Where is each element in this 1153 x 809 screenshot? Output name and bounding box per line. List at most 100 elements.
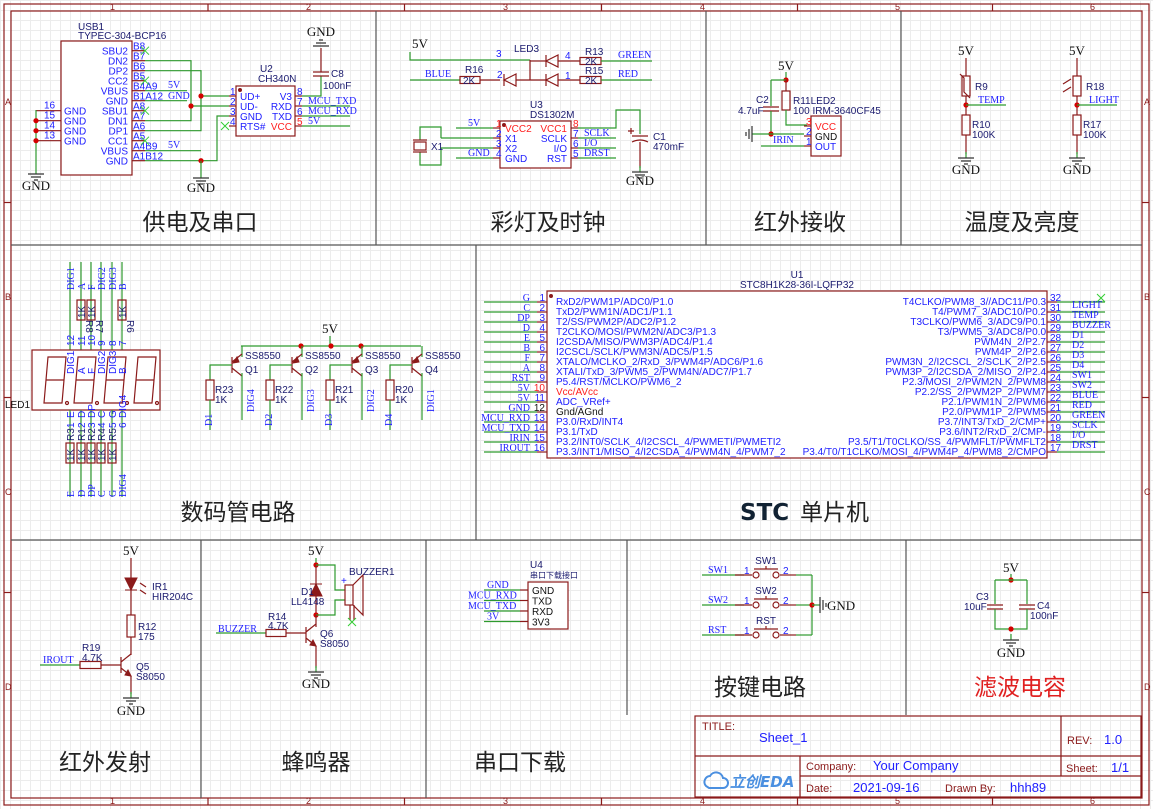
- mcu-pin-name: PWM3N_2/I2CSCL_2/SCLK_2/P2.5: [885, 357, 1046, 368]
- resistor-ref: R8: [83, 320, 94, 333]
- mcu-pin-name: Gnd/AGnd: [556, 407, 603, 418]
- rev-label: REV:: [1067, 735, 1092, 747]
- u4-pin-name: TXD: [532, 597, 552, 608]
- ground-label: GND: [626, 173, 654, 188]
- pin-number: 8: [108, 340, 119, 346]
- transistor-arrow-icon: [309, 638, 317, 647]
- usb-pin-number: 15: [44, 111, 56, 122]
- pin-number: 13: [534, 413, 546, 424]
- mcu-net-label: 5V: [518, 383, 531, 394]
- mcu-pin-name: ADC_VRef+: [556, 397, 611, 408]
- lceda-logo-icon: [703, 771, 729, 789]
- q6-part: S8050: [320, 639, 349, 650]
- mcu-chip: [546, 290, 1048, 459]
- row-marker: C: [5, 487, 12, 497]
- section-title-ir-receive: 红外接收: [754, 210, 846, 236]
- junction-dot: [198, 158, 204, 164]
- pin-number: 2: [230, 97, 236, 108]
- junction-dot: [328, 343, 334, 349]
- pin-number: 6: [297, 107, 303, 118]
- column-marker: 1: [110, 2, 115, 12]
- pin-number: 25: [1050, 363, 1062, 374]
- column-marker: 3: [503, 796, 508, 806]
- mcu-net-label: RED: [1072, 400, 1092, 411]
- usb-pin-number: B7: [133, 52, 146, 63]
- ch340-pin-name: TXD: [272, 112, 292, 123]
- resistor-value: 1K: [87, 448, 98, 461]
- resistor: [385, 379, 395, 401]
- junction-dot: [33, 128, 39, 134]
- display-pin: E: [66, 411, 77, 418]
- net-label-irin: IRIN: [773, 135, 794, 146]
- polarized-capacitor-c1: [628, 128, 649, 143]
- power-label-5v: 5V: [308, 543, 325, 558]
- c2-ref: C2: [756, 95, 769, 106]
- led3-ref: LED3: [514, 44, 539, 55]
- section-title-leds: 彩灯及时钟: [491, 210, 606, 236]
- pushbutton-sw2: [754, 596, 778, 600]
- switch-contact-icon: [772, 601, 780, 609]
- transistor-arrow-icon: [124, 668, 132, 677]
- c3-ref: C3: [976, 592, 989, 603]
- ground-label: GND: [307, 24, 335, 39]
- usb-pin-number: B6: [133, 62, 146, 73]
- ground-label: GND: [952, 162, 980, 177]
- column-marker: 5: [895, 796, 900, 806]
- transistor-part: SS8550: [425, 351, 461, 362]
- ground-label: GND: [117, 703, 145, 718]
- ds1302-pin-name: X2: [505, 144, 518, 155]
- pin-number: 2: [806, 127, 812, 138]
- mcu-pin-name: P3.2/INT0/SCLK_4/I2CSCL_4/PWMETI/PWMETI2: [556, 437, 782, 448]
- pin-number: 8: [539, 363, 545, 374]
- display-pin: C: [97, 411, 108, 418]
- mcu-net-label: IRIN: [509, 433, 530, 444]
- r13-ref: R13: [585, 47, 604, 58]
- ground-icon: [123, 697, 139, 705]
- r14-ref: R14: [268, 612, 287, 623]
- pin-number: 3: [87, 422, 98, 428]
- resistor-value: 100K: [1083, 130, 1107, 141]
- ground-icon: [193, 177, 209, 185]
- pin1-marker: [549, 294, 553, 298]
- display-pin: A: [77, 367, 88, 374]
- usb-part: TYPEC-304-BCP16: [78, 31, 167, 42]
- usb-pin-name: SBU1: [102, 107, 129, 118]
- ldr-r18: [1072, 75, 1082, 97]
- pin-number: 3: [496, 49, 502, 60]
- wire: [145, 70, 202, 132]
- column-marker: 6: [1090, 2, 1095, 12]
- junction-dot: [33, 118, 39, 124]
- mcu-net-label: TEMP: [1072, 310, 1099, 321]
- pin-number: 15: [534, 433, 546, 444]
- mcu-pin-name: RxD2/PWM1P/ADC0/P1.0: [556, 297, 674, 308]
- resistor-ref: R3: [66, 428, 77, 441]
- pin-number: 2: [783, 566, 789, 577]
- usb-pin-name: GND: [64, 127, 86, 138]
- pin-number: 5: [108, 422, 119, 428]
- pin-number: 23: [1050, 383, 1062, 394]
- wire: [994, 609, 1028, 630]
- net-label: GND: [487, 580, 509, 591]
- net-label: DP: [87, 484, 98, 497]
- net-label: C: [97, 490, 108, 497]
- wire: [419, 148, 442, 166]
- section-title-sensor: 温度及亮度: [965, 210, 1080, 236]
- net-label: D: [77, 490, 88, 497]
- mcu-net-label: LIGHT: [1072, 300, 1102, 311]
- c8-value: 100nF: [323, 81, 351, 92]
- net-label: DIG4: [118, 474, 129, 497]
- ir-receiver-pin: OUT: [815, 142, 836, 153]
- ground-icon: [819, 597, 827, 613]
- pin-number: 3: [230, 107, 236, 118]
- usb-pin-name: GND: [106, 157, 128, 168]
- resistor-value: 1K: [97, 448, 108, 461]
- row-marker: C: [1144, 487, 1151, 497]
- column-marker: 6: [1090, 796, 1095, 806]
- no-connect-icon: [140, 136, 150, 146]
- pin-number: 21: [1050, 403, 1062, 414]
- resistor: [325, 379, 335, 401]
- resistor-ref: R5: [108, 428, 119, 441]
- power-label-5v: 5V: [123, 543, 140, 558]
- mcu-net-label: BLUE: [1072, 390, 1098, 401]
